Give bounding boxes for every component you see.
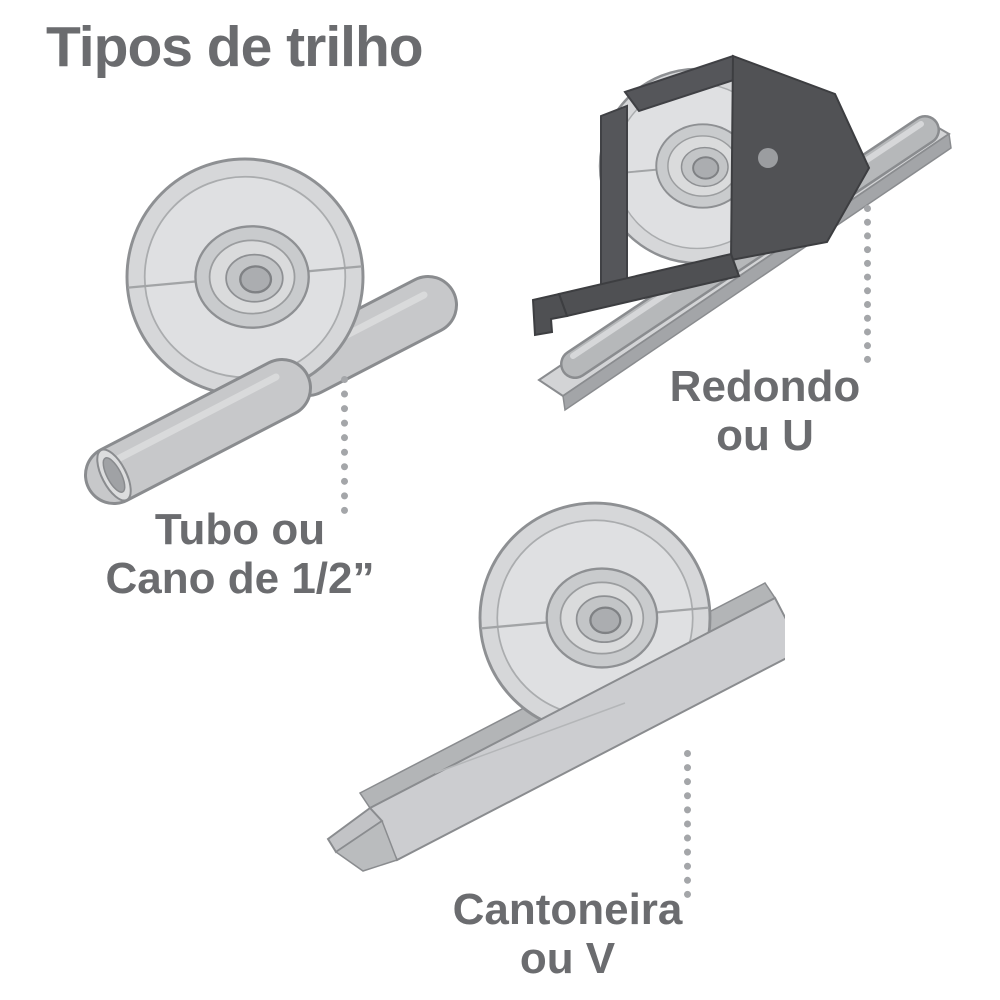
- angle-rail: [326, 596, 785, 872]
- page-title: Tipos de trilho: [46, 15, 424, 79]
- mounting-bracket: [531, 54, 871, 337]
- wheel-on-angle-rail-illustration: [326, 501, 785, 872]
- label-cantoneira-line1: Cantoneira: [452, 885, 683, 934]
- label-cantoneira: Cantoneira ou V: [425, 885, 710, 984]
- gate-wheel: [125, 157, 365, 397]
- wheel-on-tube-illustration: [84, 157, 458, 505]
- label-tubo-line1: Tubo ou: [154, 505, 326, 554]
- label-tubo-line2: Cano de 1/2”: [105, 554, 375, 604]
- leader-line-tubo: [341, 376, 348, 514]
- tube-near-segment: [84, 358, 312, 505]
- label-redondo-line1: Redondo: [669, 362, 861, 411]
- label-redondo: Redondo ou U: [645, 362, 885, 461]
- label-tubo: Tubo ou Cano de 1/2”: [70, 505, 410, 604]
- leader-line-cantoneira: [684, 750, 691, 898]
- wheel-on-round-rail-illustration: [531, 54, 952, 412]
- leader-line-redondo: [864, 205, 871, 363]
- bolt-hole: [758, 148, 778, 168]
- label-redondo-line2: ou U: [716, 411, 814, 461]
- label-cantoneira-line2: ou V: [519, 934, 616, 984]
